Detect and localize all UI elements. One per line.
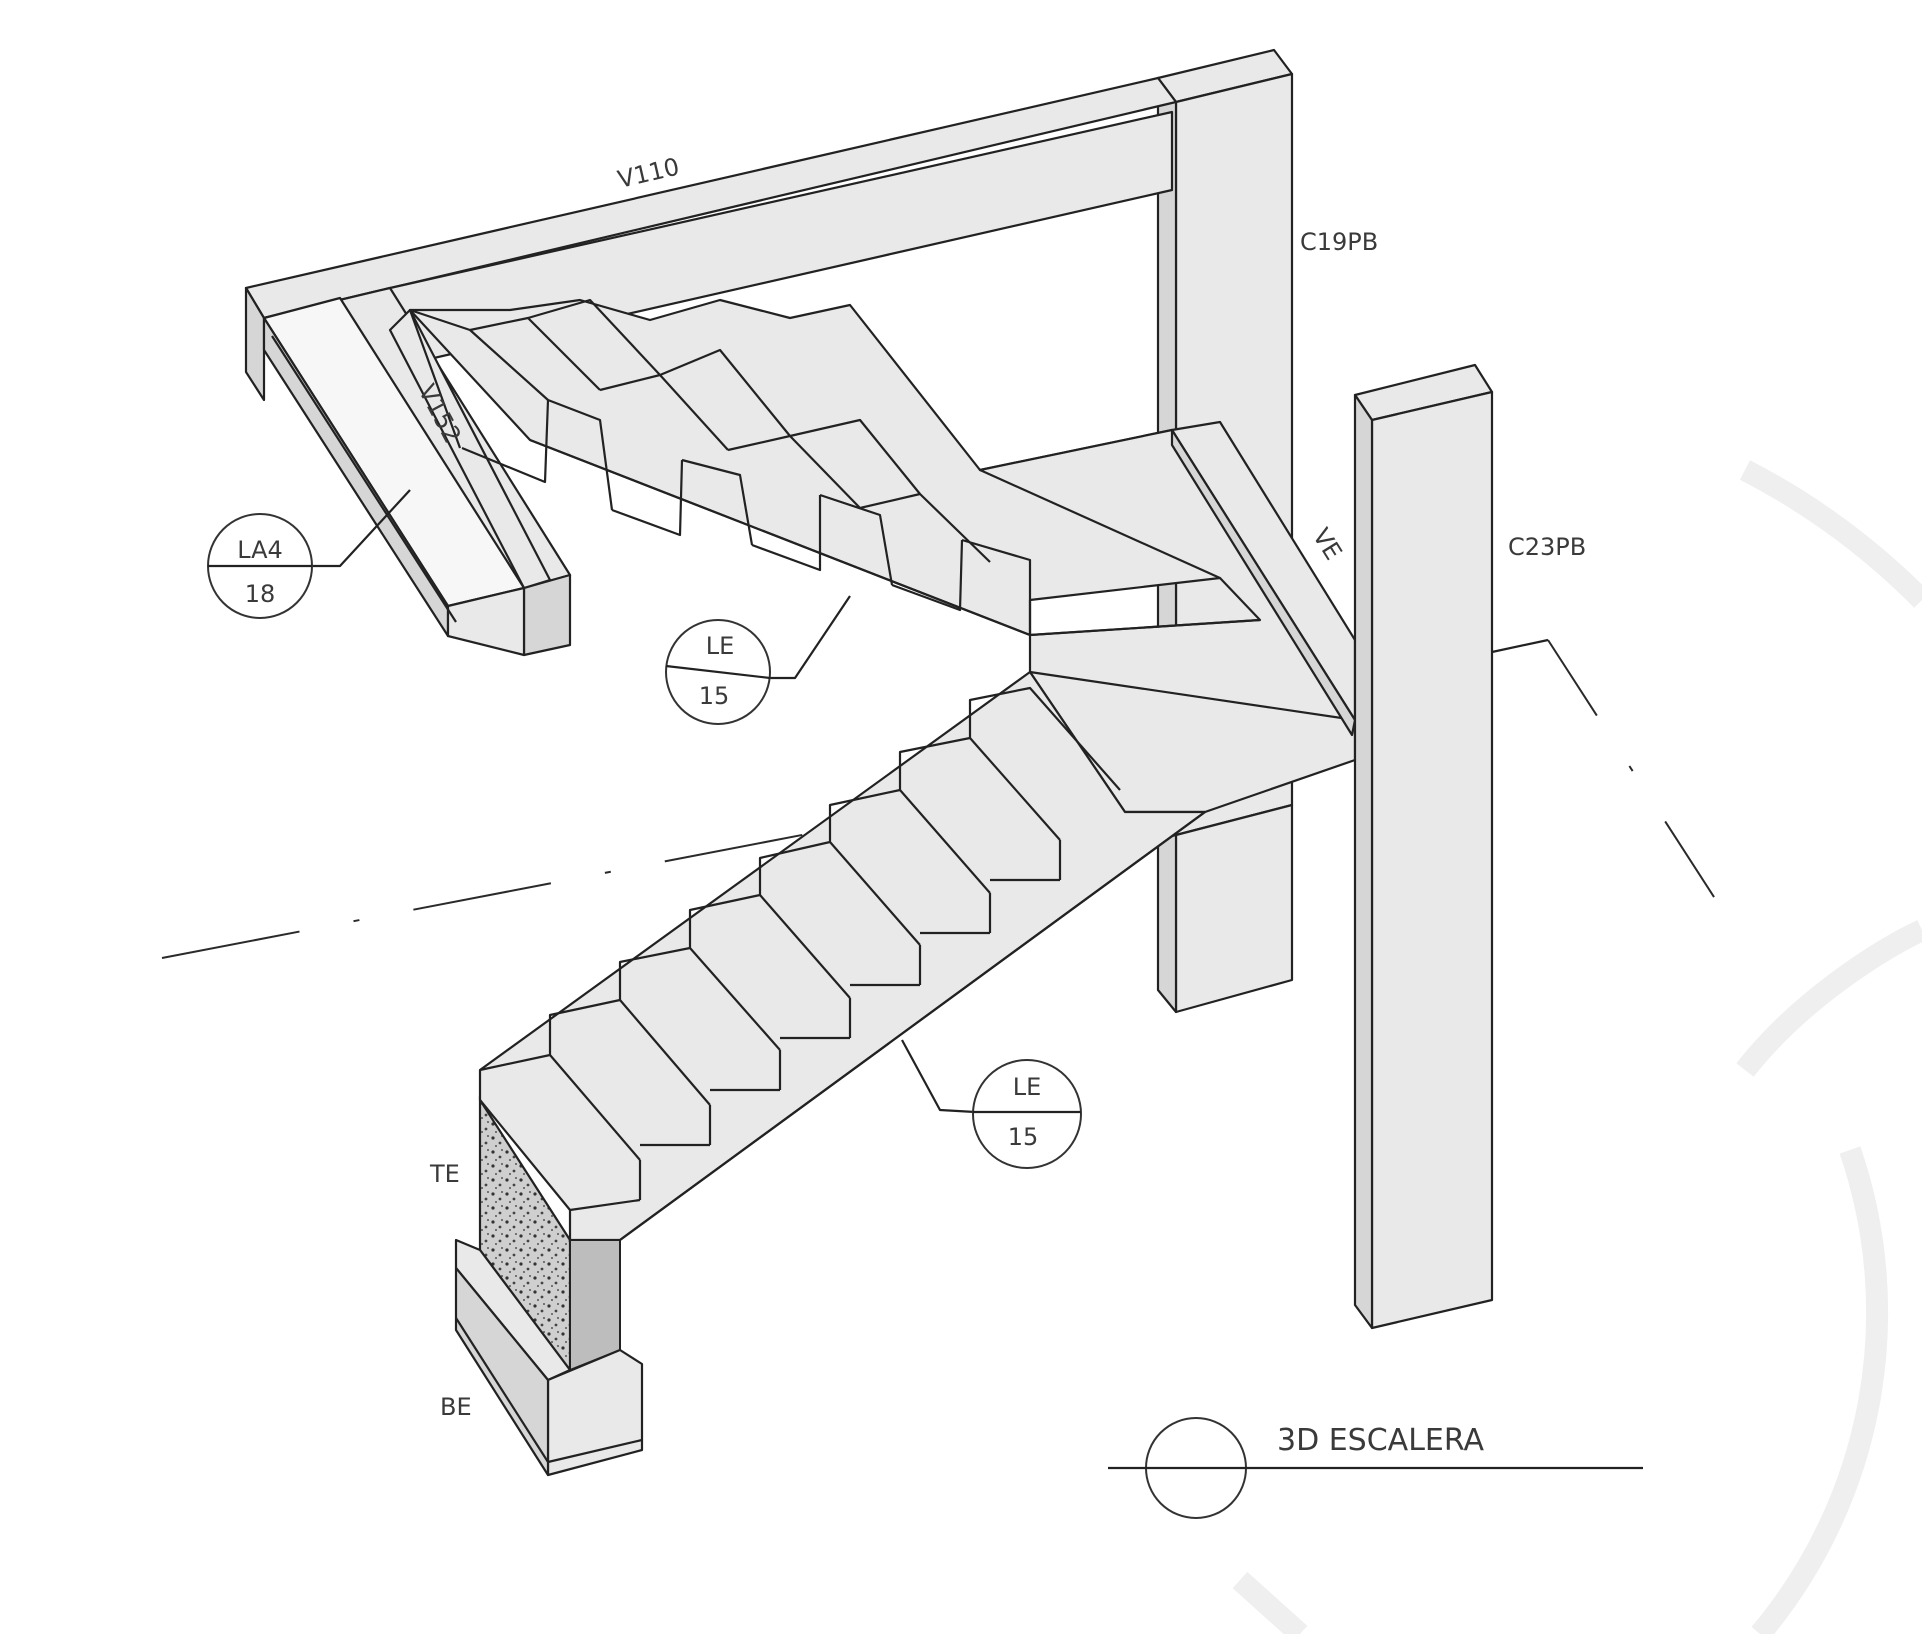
tag-le-upper-code: LE (706, 632, 735, 660)
section-tag-la4: LA4 18 (207, 489, 411, 619)
label-be: BE (440, 1393, 472, 1421)
label-v110: V110 (615, 153, 682, 194)
slab-la4 (262, 296, 526, 657)
tag-le-lower-number: 15 (1008, 1123, 1039, 1151)
label-te: TE (429, 1160, 460, 1188)
label-c19pb: C19PB (1300, 228, 1378, 256)
column-c23pb (1353, 363, 1494, 1330)
upper-flight (408, 298, 1222, 637)
tag-la4-code: LA4 (237, 536, 283, 564)
beam-ve (1170, 420, 1357, 737)
watermark-arcs (1232, 460, 1922, 1639)
section-tag-le-upper: LE 15 (665, 595, 851, 725)
label-c23pb: C23PB (1508, 533, 1586, 561)
tag-le-upper-number: 15 (699, 682, 730, 710)
section-tag-le-lower: LE 15 (901, 1039, 1082, 1169)
drawing-title-text: 3D ESCALERA (1277, 1423, 1484, 1458)
footing-be (454, 1238, 644, 1477)
axis-line-right (1547, 639, 1746, 946)
tag-le-lower-code: LE (1013, 1073, 1042, 1101)
tag-la4-number: 18 (245, 580, 276, 608)
axis-line-right-lead (1491, 638, 1549, 654)
drawing-title: 3D ESCALERA (1108, 1417, 1643, 1519)
label-ve: VE (1307, 523, 1347, 565)
column-c19pb-lower (1156, 803, 1294, 1014)
